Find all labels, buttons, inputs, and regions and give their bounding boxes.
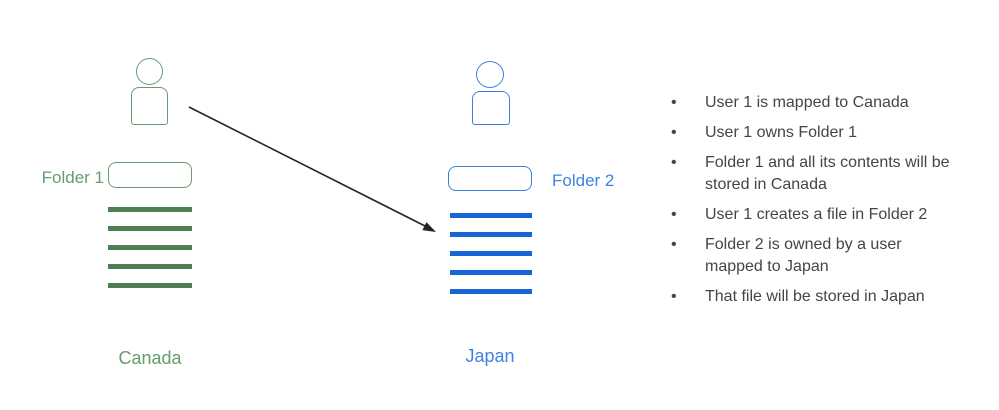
note-line: Folder 2 is owned by a user: [705, 236, 902, 253]
note-line: User 1 is mapped to Canada: [705, 94, 909, 111]
canada-region-label: Canada: [118, 348, 182, 368]
folder-1-label: Folder 1: [41, 168, 104, 187]
file-line: [450, 289, 532, 294]
note-item: User 1 owns Folder 1: [660, 122, 990, 144]
note-item: That file will be stored in Japan: [660, 286, 990, 308]
note-item: Folder 1 and all its contents will be sto…: [660, 152, 990, 196]
file-line: [108, 245, 192, 250]
japan-region-label: Japan: [465, 346, 515, 366]
folder-2-label: Folder 2: [552, 171, 615, 190]
note-line: Folder 1 and all its contents will be: [705, 154, 950, 171]
file-line: [108, 283, 192, 288]
note-item: User 1 creates a file in Folder 2: [660, 204, 990, 226]
user-1-head-icon: [136, 58, 163, 85]
file-line: [108, 264, 192, 269]
folder-1-file-lines-icon: [108, 207, 192, 302]
file-line: [450, 232, 532, 237]
file-line: [450, 213, 532, 218]
user-2-head-icon: [476, 61, 504, 88]
folder-1-icon: [108, 162, 192, 188]
user-2-icon: [472, 91, 510, 125]
folder-2-icon: [448, 166, 532, 191]
note-line: stored in Canada: [705, 176, 827, 193]
file-line: [450, 251, 532, 256]
user-1-icon: [131, 87, 168, 125]
note-item: Folder 2 is owned by a user mapped to Jap…: [660, 234, 990, 278]
file-line: [108, 207, 192, 212]
file-line: [108, 226, 192, 231]
note-line: mapped to Japan: [705, 258, 829, 275]
note-line: User 1 creates a file in Folder 2: [705, 206, 928, 223]
note-item: User 1 is mapped to Canada: [660, 92, 990, 114]
notes-list: User 1 is mapped to CanadaUser 1 owns Fo…: [660, 92, 990, 316]
folder-2-file-lines-icon: [450, 213, 532, 308]
note-line: User 1 owns Folder 1: [705, 124, 858, 141]
note-line: That file will be stored in Japan: [705, 288, 925, 305]
file-line: [450, 270, 532, 275]
